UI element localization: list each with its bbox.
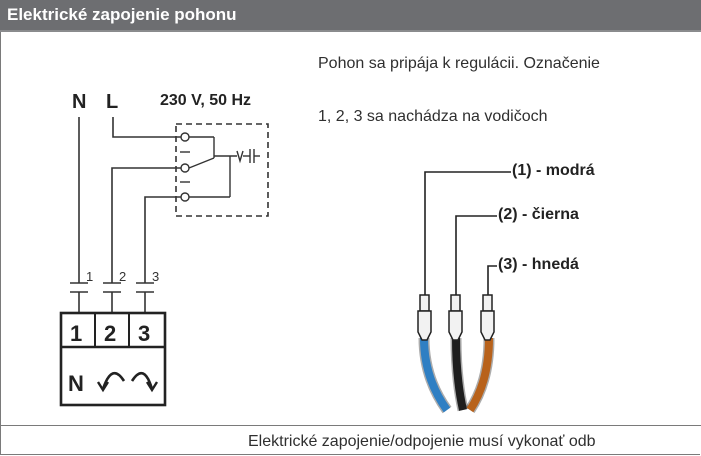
rotate-left-icon bbox=[101, 371, 126, 390]
section-title: Elektrické zapojenie pohonu bbox=[7, 5, 237, 24]
box-number-2: 2 bbox=[104, 321, 116, 346]
wire-label-1: (1) - modrá bbox=[512, 162, 595, 179]
box-n: N bbox=[68, 371, 84, 396]
voltage-label: 230 V, 50 Hz bbox=[160, 92, 251, 109]
cable-illustration bbox=[417, 171, 511, 414]
content-frame bbox=[0, 32, 700, 455]
terminal-number-3: 3 bbox=[152, 269, 159, 284]
cable-black bbox=[452, 337, 467, 411]
section-header: Elektrické zapojenie pohonu bbox=[0, 0, 701, 32]
wire-label-2: (2) - čierna bbox=[498, 206, 579, 223]
terminal-number-1: 1 bbox=[86, 269, 93, 284]
rotate-right-icon bbox=[130, 371, 154, 390]
box-number-3: 3 bbox=[138, 321, 150, 346]
label-l: L bbox=[106, 91, 118, 113]
terminal-number-2: 2 bbox=[119, 269, 126, 284]
label-n: N bbox=[72, 91, 86, 113]
footer-note: Elektrické zapojenie/odpojenie musí vyko… bbox=[248, 433, 596, 450]
description-line-1: Pohon sa pripája k regulácii. Označenie bbox=[318, 55, 600, 72]
cable-blue bbox=[420, 337, 451, 413]
footer-divider bbox=[0, 425, 701, 426]
wiring-diagram: N L 230 V, 50 Hz 1 2 3 1 2 3 N bbox=[59, 91, 269, 407]
wire-label-3: (3) - hnedá bbox=[498, 256, 579, 273]
box-number-1: 1 bbox=[70, 321, 82, 346]
description-line-2: 1, 2, 3 sa nachádza na vodičoch bbox=[318, 108, 548, 125]
cable-brown bbox=[466, 337, 493, 413]
